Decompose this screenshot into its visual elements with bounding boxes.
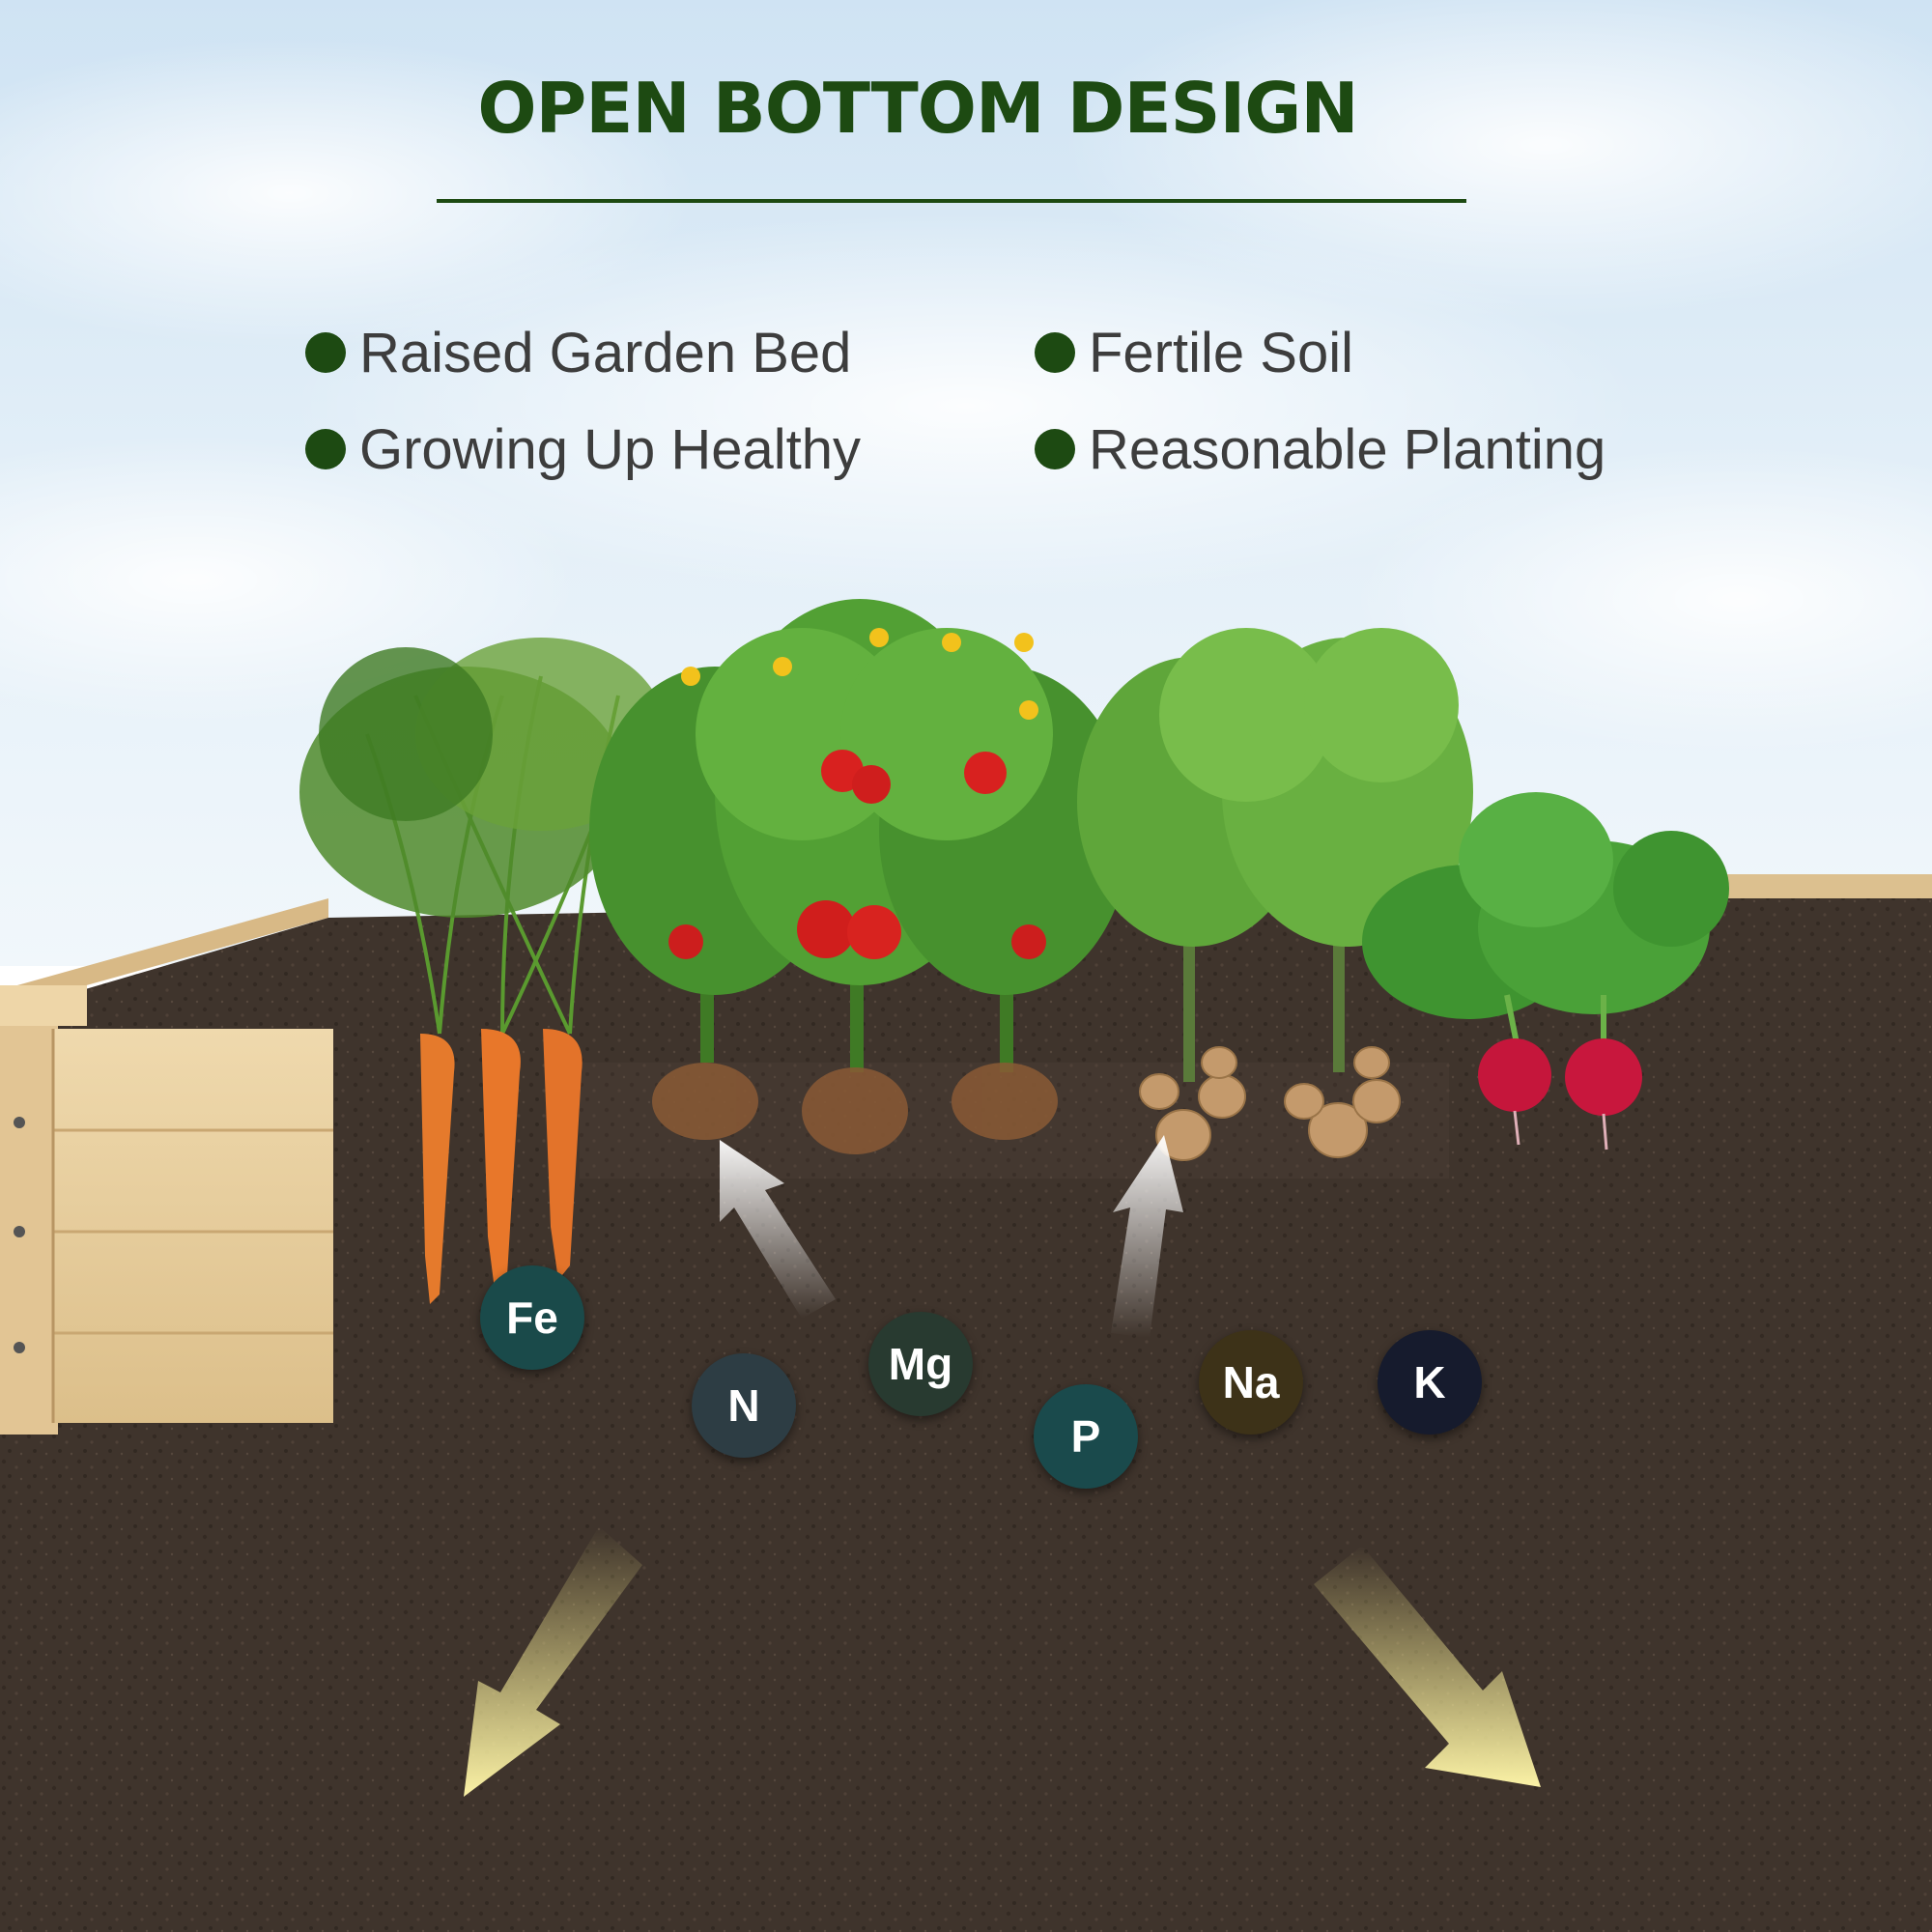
feature-item: Reasonable Planting [1035,415,1605,483]
garden-bed-wood-panel [0,985,333,1435]
bullet-icon [305,429,346,469]
nutrient-badge-mg: Mg [868,1312,973,1416]
bullet-icon [1035,332,1075,373]
feature-label: Fertile Soil [1089,321,1353,384]
nutrient-badge-na: Na [1199,1330,1303,1435]
up-arrow-icon [720,1135,1183,1338]
nutrient-badge-n: N [692,1353,796,1458]
nutrient-badge-p: P [1034,1384,1138,1489]
feature-item: Fertile Soil [1035,319,1353,386]
bullet-icon [1035,429,1075,469]
page-title: OPEN BOTTOM DESIGN [477,68,1358,149]
feature-label: Raised Garden Bed [359,321,852,384]
feature-item: Raised Garden Bed [305,319,851,386]
nutrient-badge-fe: Fe [480,1265,584,1370]
nutrient-badge-k: K [1378,1330,1482,1435]
feature-label: Growing Up Healthy [359,417,861,481]
tomato-plant-icon [589,599,1130,1154]
feature-label: Reasonable Planting [1089,417,1606,481]
down-arrow-icon [464,1526,1541,1797]
feature-item: Growing Up Healthy [305,415,861,483]
title-underline [437,199,1466,203]
radish-icon [1362,792,1729,1151]
bullet-icon [305,332,346,373]
potato-plant-icon [1077,628,1473,1161]
